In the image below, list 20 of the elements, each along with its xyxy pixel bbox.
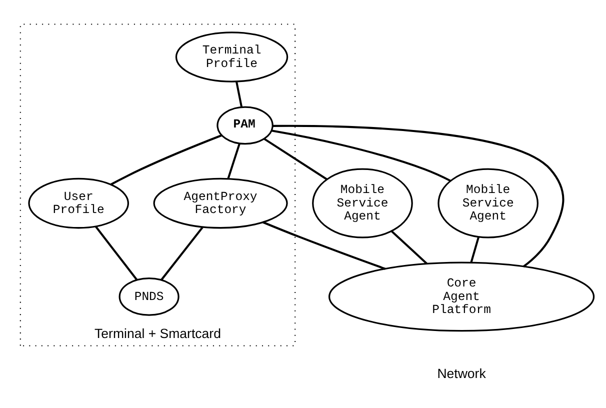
connector	[264, 137, 328, 180]
connector	[470, 236, 480, 262]
node-ellipse: User Profile	[28, 177, 130, 228]
connector	[235, 80, 243, 107]
node-ellipse: PAM	[216, 106, 274, 144]
connector	[110, 134, 222, 185]
connector	[272, 124, 564, 267]
node-ellipse: PNDS	[118, 277, 180, 316]
connector	[271, 129, 452, 182]
node-ellipse: Terminal Profile	[175, 31, 288, 82]
node-ellipse: Core Agent Platform	[328, 261, 595, 332]
node-ellipse: Mobile Service Agent	[312, 168, 413, 238]
node-ellipse: AgentProxy Factory	[153, 177, 288, 228]
connector	[227, 142, 240, 179]
label: Network	[437, 366, 486, 381]
connector	[160, 226, 204, 280]
connector	[94, 225, 138, 280]
node-ellipse: Mobile Service Agent	[438, 168, 539, 238]
connector	[390, 230, 428, 264]
connector	[262, 220, 386, 270]
